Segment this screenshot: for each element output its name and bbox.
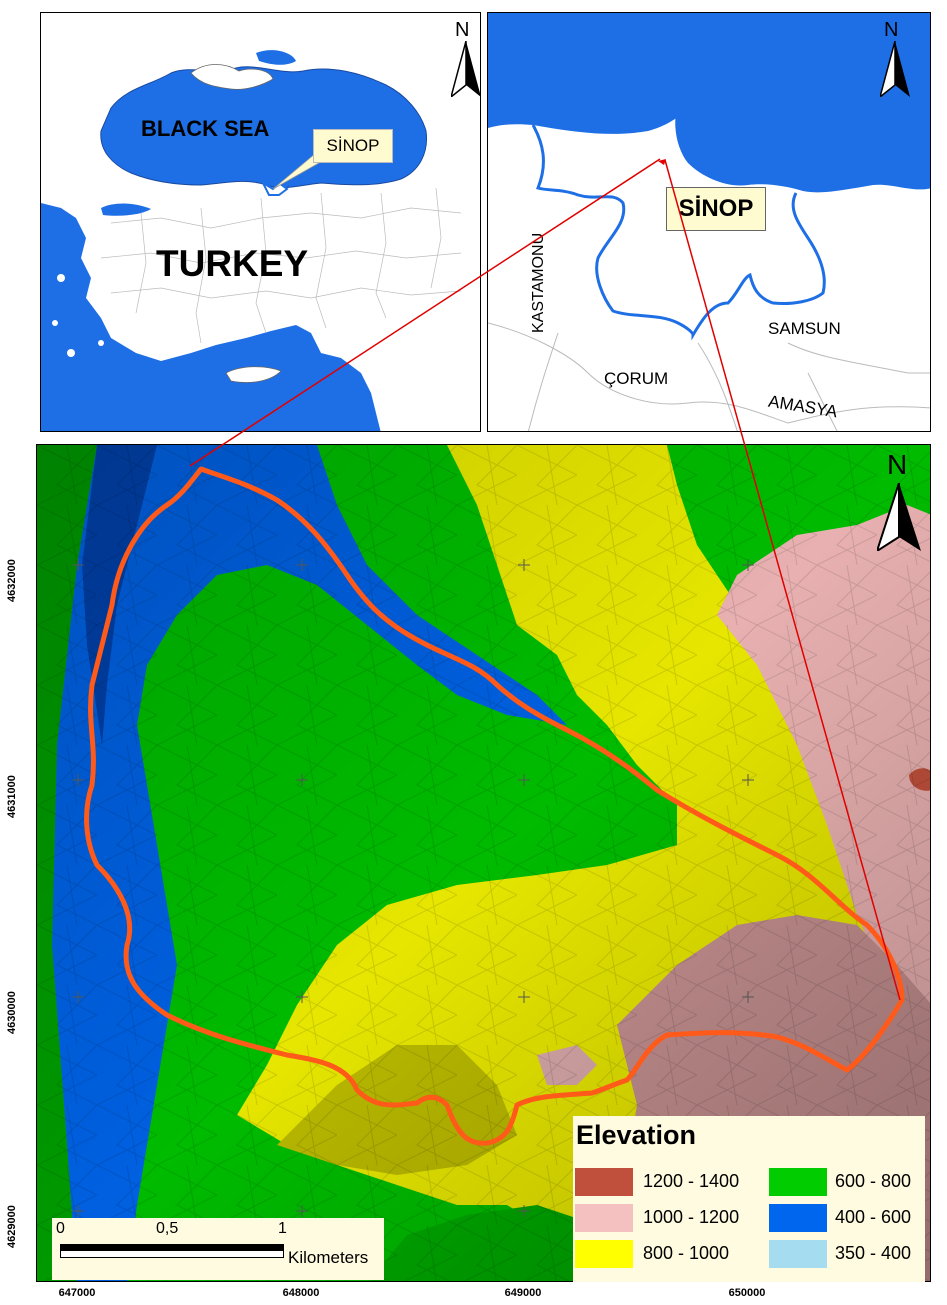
legend-swatch-1000-1200: [575, 1204, 633, 1232]
north-arrow-icon: N: [451, 19, 480, 99]
x-tick-650000: 650000: [728, 1287, 766, 1299]
elevation-legend: Elevation 1200 - 1400 1000 - 1200 800 - …: [573, 1116, 925, 1282]
sinop-callout: SİNOP: [313, 129, 393, 163]
scale-unit-label: Kilometers: [288, 1248, 369, 1267]
legend-swatch-1200-1400: [575, 1168, 633, 1196]
samsun-label: SAMSUN: [768, 319, 841, 338]
north-arrow-icon: N: [877, 449, 921, 553]
north-label: N: [887, 449, 908, 480]
x-tick-647000: 647000: [58, 1287, 96, 1299]
sinop-province-label: SİNOP: [666, 187, 766, 231]
y-tick-4632000: 4632000: [6, 559, 18, 602]
kastamonu-label: KASTAMONU: [530, 232, 547, 333]
north-arrow-icon: N: [880, 19, 910, 99]
scale-bar-graphic: [60, 1244, 284, 1258]
legend-title: Elevation: [576, 1120, 697, 1150]
y-tick-4630000: 4630000: [6, 991, 18, 1034]
north-label: N: [455, 19, 470, 41]
legend-label-600-800: 600 - 800: [835, 1171, 912, 1191]
scale-label-0: 0: [56, 1220, 65, 1237]
legend-label-800-1000: 800 - 1000: [643, 1243, 730, 1263]
legend-swatch-400-600: [769, 1204, 827, 1232]
legend-label-400-600: 400 - 600: [835, 1207, 912, 1227]
legend-swatch-600-800: [769, 1168, 827, 1196]
y-tick-4629000: 4629000: [6, 1205, 18, 1248]
x-tick-648000: 648000: [282, 1287, 320, 1299]
north-label: N: [884, 19, 899, 41]
legend-swatch-800-1000: [575, 1240, 633, 1268]
black-sea-label: BLACK SEA: [141, 116, 270, 141]
turkey-map-graphic: [41, 13, 480, 431]
y-tick-4631000: 4631000: [6, 775, 18, 818]
scale-label-1: 1: [278, 1220, 287, 1237]
legend-label-350-400: 350 - 400: [835, 1243, 912, 1263]
scale-bar: 0 0,5 1 Kilometers: [52, 1218, 384, 1280]
legend-label-1200-1400: 1200 - 1400: [643, 1171, 740, 1191]
legend-swatch-350-400: [769, 1240, 827, 1268]
turkey-label: TURKEY: [156, 243, 309, 284]
sinop-inset-map: SİNOP KASTAMONU SAMSUN ÇORUM AMASYA N: [487, 12, 931, 432]
scale-label-0-5: 0,5: [156, 1220, 179, 1237]
corum-label: ÇORUM: [604, 369, 669, 388]
turkey-inset-map: BLACK SEA TURKEY SİNOP N: [40, 12, 481, 432]
x-tick-649000: 649000: [504, 1287, 542, 1299]
legend-label-1000-1200: 1000 - 1200: [643, 1207, 740, 1227]
watershed-boundary: [84, 466, 905, 1146]
